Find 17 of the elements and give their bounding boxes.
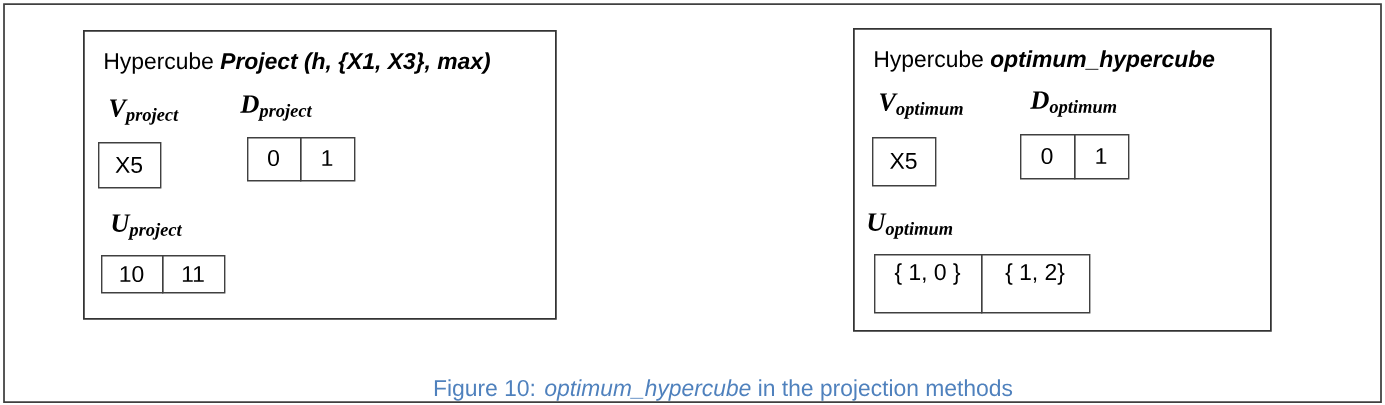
variable-label: V$_{optimum}$ bbox=[879, 93, 963, 119]
variable-label: V$_{project}$ bbox=[109, 99, 179, 125]
variable-label: U$_{optimum}$ bbox=[868, 213, 953, 239]
caption: Figure 10: optimum_hypercube in the projection methods bbox=[434, 379, 1013, 401]
array-cell: 1 bbox=[1074, 134, 1130, 180]
variable-label: D$_{optimum}$ bbox=[1030, 91, 1117, 117]
array-cell: 10 bbox=[101, 255, 164, 294]
array-cell: 1 bbox=[300, 137, 356, 182]
array-cell: { 1, 2} bbox=[981, 254, 1091, 314]
array-cell: 0 bbox=[1020, 134, 1076, 180]
array-cell: 11 bbox=[162, 255, 226, 294]
variable-label: D$_{project}$ bbox=[240, 95, 313, 121]
array-cell: { 1, 0 } bbox=[874, 254, 983, 314]
array-cell: 0 bbox=[247, 137, 302, 182]
array-cell: X5 bbox=[872, 137, 937, 187]
array-cell: X5 bbox=[98, 142, 162, 189]
variable-label: U$_{project}$ bbox=[112, 214, 183, 240]
